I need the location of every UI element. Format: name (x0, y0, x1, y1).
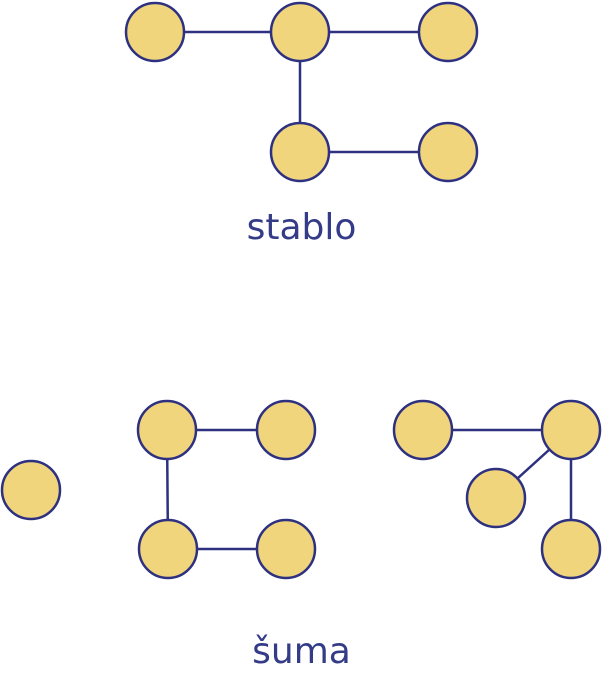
forest-node-c4 (540, 518, 602, 580)
nodes-layer (0, 1, 602, 580)
tree-node-t4 (269, 121, 331, 183)
forest-node-c2 (540, 399, 602, 461)
tree-caption: stablo (246, 207, 357, 248)
tree-node-t2 (269, 1, 331, 63)
tree-node-t5 (417, 121, 479, 183)
forest-caption: šuma (252, 631, 351, 672)
forest-node-b4 (255, 518, 317, 580)
forest-node-c3 (465, 467, 527, 529)
forest-node-b1 (136, 399, 198, 461)
forest-node-b3 (137, 518, 199, 580)
tree-node-t1 (124, 1, 186, 63)
tree-node-t3 (417, 1, 479, 63)
forest-node-c1 (392, 399, 454, 461)
forest-node-b2 (255, 399, 317, 461)
forest-node-a1 (0, 459, 62, 521)
